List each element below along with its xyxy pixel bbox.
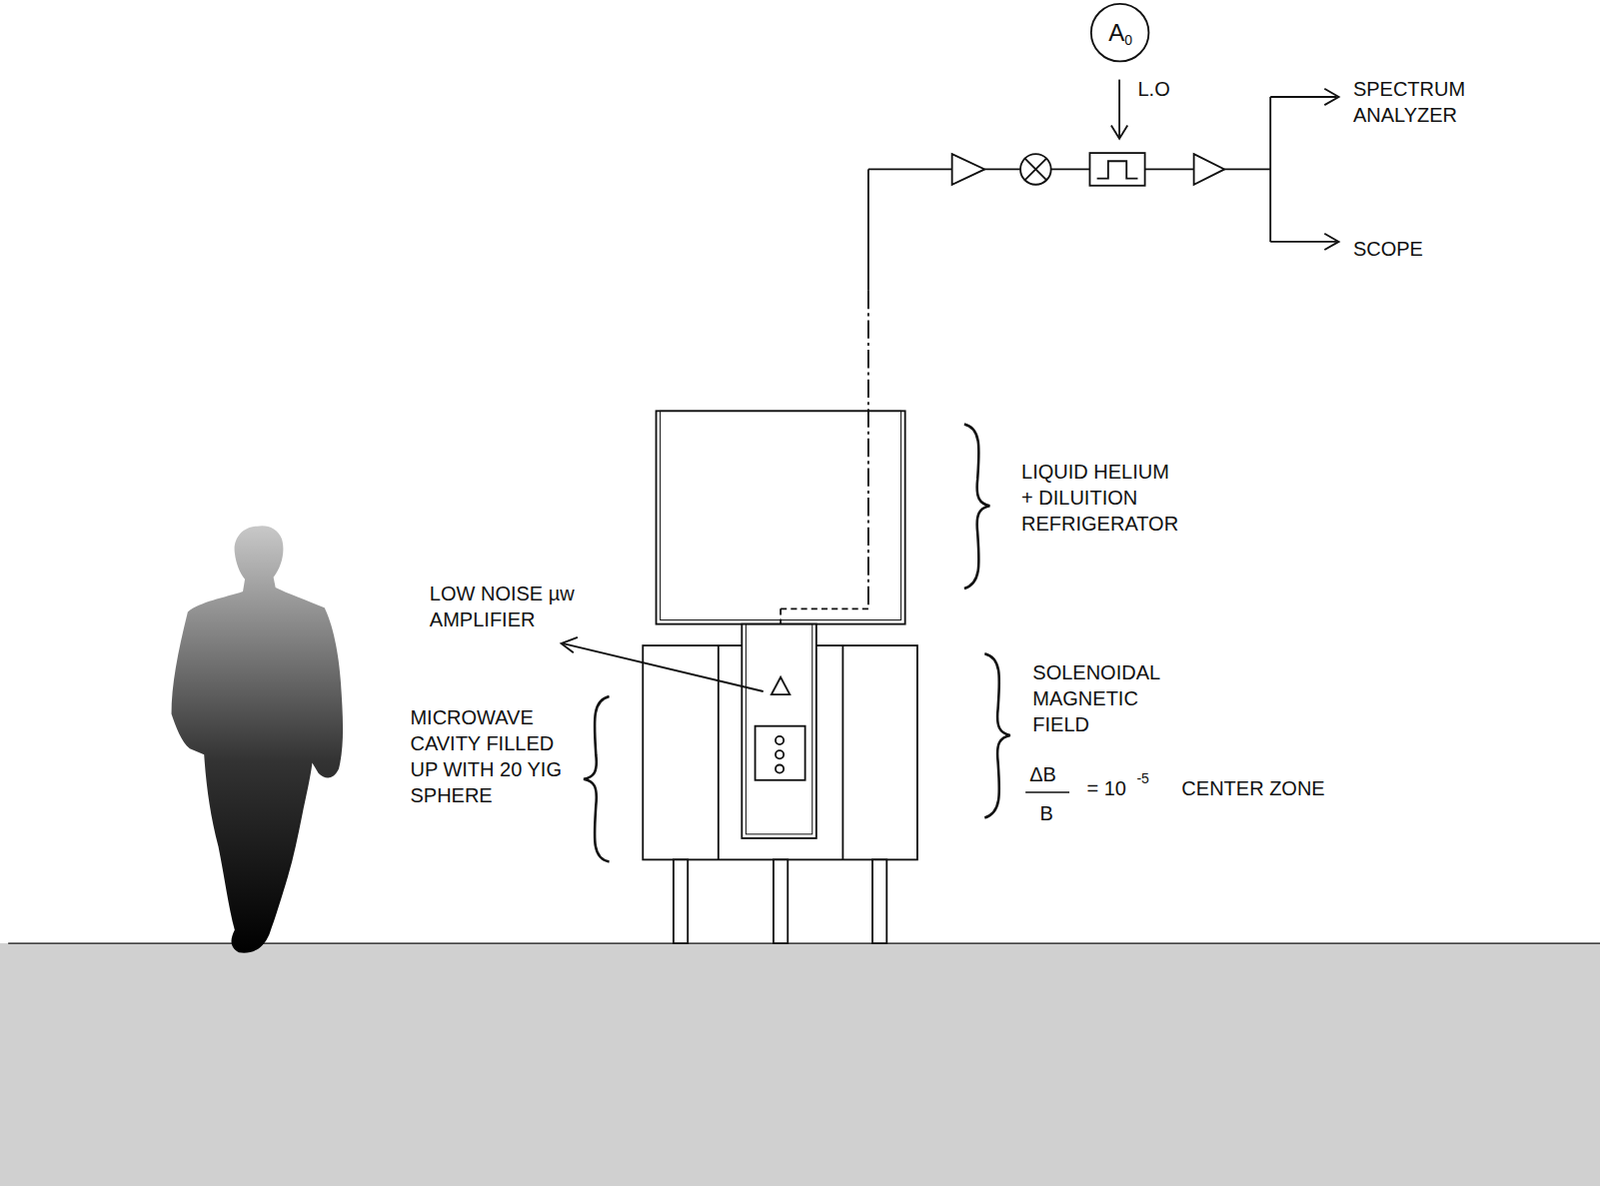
microwave-cavity	[755, 726, 806, 781]
node-text-group: A0	[1089, 1, 1151, 63]
leg	[773, 859, 788, 944]
output-label: SPECTRUM ANALYZER	[1353, 75, 1507, 128]
solenoid-wall	[841, 645, 844, 860]
wire	[1145, 168, 1195, 171]
symbol-subscript: 0	[1124, 31, 1133, 48]
cable	[867, 168, 870, 290]
solenoid-wall	[717, 645, 720, 860]
arrowhead	[1324, 233, 1339, 250]
equation-text: = 10	[1086, 775, 1126, 802]
leg	[673, 859, 688, 944]
cryostat-inner	[660, 410, 902, 620]
exponent: -5	[1136, 770, 1149, 787]
brace	[583, 696, 610, 862]
leader-line	[563, 643, 764, 692]
amplifier-symbol	[771, 677, 790, 695]
mixer-cross	[1024, 157, 1047, 180]
mixer-cross	[1024, 157, 1047, 180]
person-silhouette	[171, 525, 344, 954]
lo-label: L.O	[1137, 75, 1170, 102]
arrowhead	[561, 637, 578, 653]
mixer-symbol	[1020, 153, 1052, 185]
magnet-label: SOLENOIDAL MAGNETIC FIELD	[1032, 659, 1186, 738]
signal-source-circle: A0	[1089, 1, 1151, 63]
output-label: SCOPE	[1353, 235, 1424, 262]
cryostat-label: LIQUID HELIUM + DILUITION REFRIGERATOR	[1021, 458, 1183, 537]
zone-label: CENTER ZONE	[1181, 775, 1325, 802]
wire	[1270, 240, 1337, 243]
cryostat	[656, 410, 906, 624]
leg	[872, 859, 887, 944]
wire	[1224, 168, 1271, 171]
filter-symbol	[1097, 160, 1139, 178]
cavity-label: MICROWAVE CAVITY FILLED UP WITH 20 YIG S…	[409, 704, 584, 809]
cable	[867, 290, 870, 608]
cable	[780, 607, 869, 610]
fraction-denominator: B	[1039, 800, 1053, 827]
arrowhead	[1111, 125, 1128, 139]
brace	[984, 653, 1011, 818]
wire	[868, 168, 953, 171]
wire	[1270, 95, 1337, 98]
yig-sphere	[775, 736, 784, 745]
filter-box	[1089, 152, 1145, 186]
fraction-numerator: ΔB	[1029, 761, 1057, 788]
cryostat-neck-inner	[745, 624, 812, 835]
wire	[984, 168, 1021, 171]
cryostat-neck	[741, 624, 817, 839]
yig-sphere	[775, 764, 784, 773]
amplifier-label: LOW NOISE µw AMPLIFIER	[429, 580, 604, 633]
lo-arrow	[1118, 79, 1121, 138]
yig-sphere	[775, 750, 784, 759]
fraction-bar	[1025, 791, 1070, 794]
arrowhead	[1324, 88, 1339, 105]
symbol-letter: A	[1108, 18, 1125, 47]
amplifier-symbol	[1194, 153, 1226, 185]
ground	[0, 943, 1600, 1186]
brace	[964, 424, 991, 589]
amplifier-symbol	[952, 153, 986, 185]
wire	[1269, 96, 1272, 242]
wire	[1051, 168, 1091, 171]
